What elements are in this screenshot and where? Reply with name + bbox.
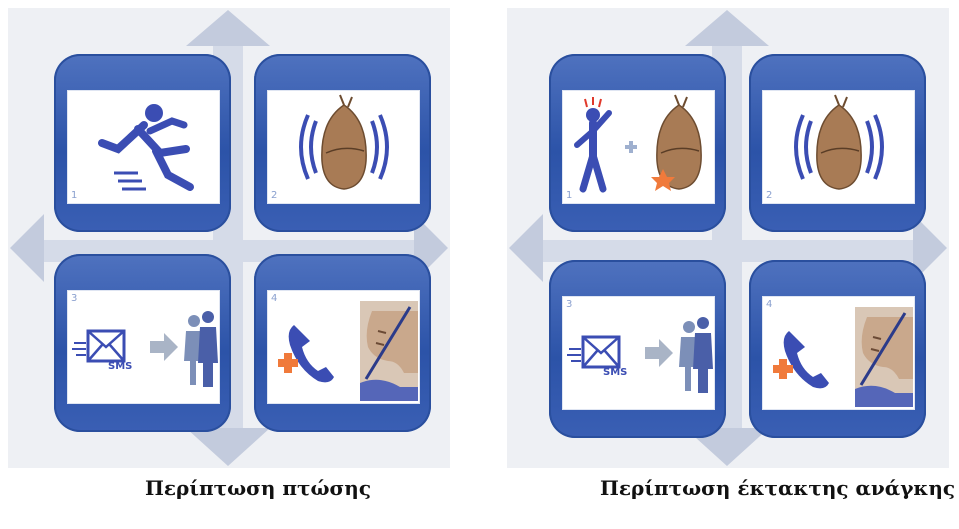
step-4-card: 4 (762, 296, 915, 410)
fall-case-panel: 1 2 SMS (8, 8, 450, 468)
step-3-tile: SMS 3 (54, 254, 231, 432)
vibrating-device-icon (763, 91, 914, 203)
step-1-tile: 1 (54, 54, 231, 232)
sms-to-contacts-icon: SMS (68, 291, 219, 403)
step-number: 1 (566, 190, 572, 201)
vibrating-device-icon (268, 91, 419, 203)
step-number: 4 (271, 293, 277, 304)
sms-to-contacts-icon: SMS (563, 297, 714, 409)
fall-case-caption: Περίπτωση πτώσης (145, 476, 371, 500)
step-3-tile: SMS 3 (549, 260, 726, 438)
step-1-tile: 1 (549, 54, 726, 232)
step-4-card: 4 (267, 290, 420, 404)
step-2-card: 2 (267, 90, 420, 204)
sms-label: SMS (603, 367, 627, 378)
step-number: 3 (71, 293, 77, 304)
step-3-card: SMS 3 (562, 296, 715, 410)
step-number: 2 (766, 190, 772, 201)
step-4-tile: 4 (749, 260, 926, 438)
step-2-tile: 2 (749, 54, 926, 232)
emergency-case-panel: 1 2 SMS (507, 8, 949, 468)
falling-person-icon (68, 91, 219, 203)
step-number: 3 (566, 299, 572, 310)
step-2-card: 2 (762, 90, 915, 204)
step-number: 4 (766, 299, 772, 310)
step-number: 2 (271, 190, 277, 201)
step-number: 1 (71, 190, 77, 201)
sms-label: SMS (108, 361, 132, 372)
emergency-call-icon (763, 297, 914, 409)
emergency-call-icon (268, 291, 419, 403)
person-plus-device-press-icon (563, 91, 714, 203)
step-3-card: SMS 3 (67, 290, 220, 404)
emergency-case-caption: Περίπτωση έκτακτης ανάγκης (600, 476, 955, 500)
step-1-card: 1 (67, 90, 220, 204)
step-4-tile: 4 (254, 254, 431, 432)
step-1-card: 1 (562, 90, 715, 204)
step-2-tile: 2 (254, 54, 431, 232)
